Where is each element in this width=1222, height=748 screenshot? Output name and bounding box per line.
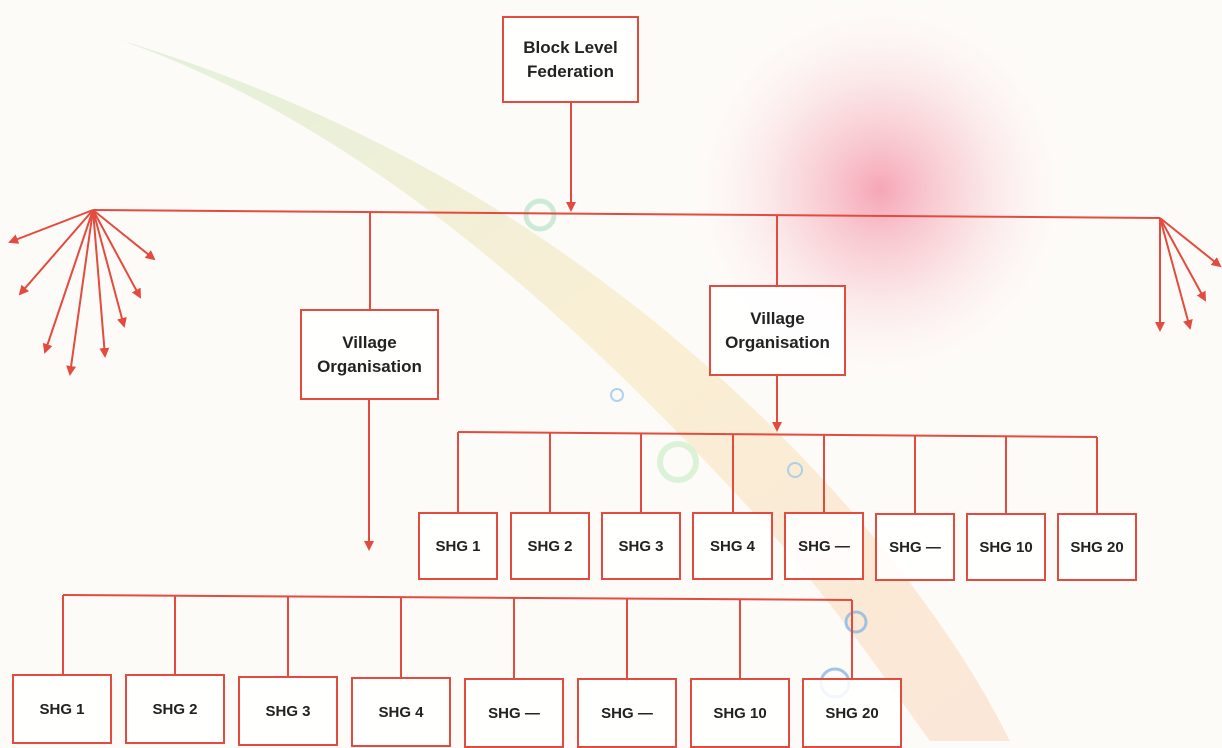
shg-node: SHG 20 (802, 678, 902, 748)
node-label: Village (750, 308, 805, 328)
fan-arrow (18, 209, 94, 296)
fan-arrow (42, 209, 94, 354)
shg-bus-line (457, 431, 1098, 438)
shg-node: SHG 4 (351, 677, 451, 747)
fan-arrow (92, 209, 141, 299)
shg-node: SHG 4 (692, 512, 773, 580)
shg-node: SHG — (464, 678, 564, 748)
shg-node: SHG — (784, 512, 864, 580)
node-label: Village (342, 332, 397, 352)
shg-node: SHG — (577, 678, 677, 748)
shg-node: SHG 3 (601, 512, 681, 580)
shg-node: SHG 1 (12, 674, 112, 744)
node-label: Block Level (523, 37, 618, 57)
node-label: Organisation (317, 356, 422, 376)
node-label: Organisation (725, 332, 830, 352)
shg-node: SHG 3 (238, 676, 338, 746)
fan-arrow (1159, 217, 1222, 268)
shg-node: SHG 1 (418, 512, 498, 580)
fan-arrow (92, 209, 156, 261)
village-organisation-node: Village Organisation (709, 285, 846, 376)
node-label: Federation (527, 61, 614, 81)
fan-arrow (1159, 217, 1206, 302)
block-level-federation-node: Block Level Federation (502, 16, 639, 103)
shg-node: SHG 2 (510, 512, 590, 580)
village-organisation-node: Village Organisation (300, 309, 439, 400)
shg-node: SHG 20 (1057, 513, 1137, 581)
fan-arrow (66, 209, 94, 376)
fan-arrow (92, 209, 127, 328)
fan-arrow (92, 209, 110, 358)
shg-node: SHG — (875, 513, 955, 581)
fan-arrow (8, 209, 94, 244)
main-bus-line (92, 209, 1161, 219)
shg-bus-line (62, 594, 853, 601)
shg-node: SHG 10 (690, 678, 790, 748)
fan-arrow (1159, 217, 1193, 330)
shg-node: SHG 10 (966, 513, 1046, 581)
shg-node: SHG 2 (125, 674, 225, 744)
